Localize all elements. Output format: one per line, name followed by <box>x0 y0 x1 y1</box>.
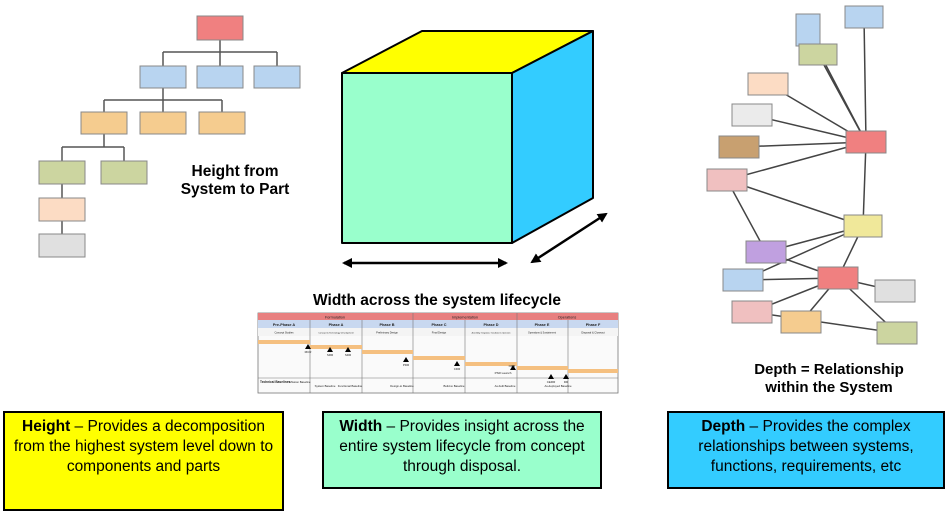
height-label-line2: System to Part <box>180 181 290 198</box>
baseline-0: Mission Baseline <box>290 380 311 384</box>
depth-term: Depth <box>701 418 746 435</box>
cube-front-face <box>341 72 513 244</box>
width-title: Width across the system lifecycle <box>313 292 561 309</box>
net-node-9 <box>722 268 764 292</box>
height-description: – Provides a decomposition from the high… <box>13 418 274 475</box>
width-description-box: Width – Provides insight across the enti… <box>322 411 602 489</box>
tree-node-l2-c <box>253 65 301 89</box>
depth-label: Depth = Relationship within the System <box>740 361 918 397</box>
net-node-6 <box>718 135 760 159</box>
activity-5: Operations & Sustainment <box>528 332 556 335</box>
phase-pre-a: Pre-Phase A <box>273 323 295 327</box>
net-node-3 <box>798 43 838 66</box>
hierarchy-tree <box>61 40 278 234</box>
phase-b: Phase B <box>380 323 395 327</box>
tree-node-l3-a <box>80 111 128 135</box>
phase-f: Phase F <box>586 323 601 327</box>
milestone-8: DR <box>564 380 569 384</box>
tree-node-l5 <box>38 197 86 222</box>
height-label-line1: Height from <box>191 163 279 180</box>
net-hub-c <box>817 266 859 290</box>
baseline-2: Functional Baseline <box>338 384 363 388</box>
milestone-2: SDR <box>345 353 352 357</box>
tree-node-l2-a <box>139 65 187 89</box>
baseline-1: System Baseline <box>315 384 336 388</box>
milestone-5: ORR <box>509 364 517 368</box>
net-hub-a <box>845 130 887 154</box>
baseline-5: As-built Baseline <box>495 384 516 388</box>
milestone-3: PDR <box>403 363 410 367</box>
tree-node-l3-b <box>139 111 187 135</box>
milestone-1: SRR <box>327 353 334 357</box>
phase-e: Phase E <box>535 323 550 327</box>
lifecycle-table: Formulation Implementation Operations Pr… <box>257 312 619 394</box>
activity-2: Preliminary Design <box>376 331 398 335</box>
net-node-4 <box>747 72 789 96</box>
group-implementation: Implementation <box>452 316 478 320</box>
tree-node-l6 <box>38 233 86 258</box>
baseline-6: As-deployed Baseline <box>544 384 571 388</box>
baseline-4: Build-to Baseline <box>444 384 465 388</box>
height-description-box: Height – Provides a decomposition from t… <box>3 411 284 511</box>
activity-3: Final Design <box>432 331 447 335</box>
milestone-6: PSR Launch <box>495 371 512 375</box>
tree-node-l3-c <box>198 111 246 135</box>
net-node-11 <box>731 300 773 324</box>
phase-a: Phase A <box>329 323 344 327</box>
milestone-0: MCR <box>305 350 313 354</box>
height-term: Height <box>22 418 71 435</box>
net-node-5 <box>731 103 773 127</box>
depth-description-box: Depth – Provides the complex relationshi… <box>667 411 945 489</box>
tree-node-l4-b <box>100 160 148 185</box>
depth-arrow <box>530 212 608 264</box>
phase-c: Phase C <box>432 323 447 327</box>
activity-1: Concept & Technology Development <box>318 332 354 335</box>
depth-label-line1: Depth = Relationship <box>754 361 904 378</box>
baselines-label: Technical Baselines <box>260 380 290 384</box>
group-formulation: Formulation <box>325 316 345 320</box>
tree-node-l2-b <box>196 65 244 89</box>
net-node-1 <box>844 5 884 29</box>
height-label: Height from System to Part <box>160 163 310 199</box>
milestone-4: CDR <box>454 367 461 371</box>
tree-node-root <box>196 15 244 41</box>
activity-4: Assembly, Integration, Installation & Op… <box>472 332 511 335</box>
net-node-10 <box>874 279 916 303</box>
activity-6: Disposal & Closeout <box>581 331 605 335</box>
milestone-7: CERR <box>547 380 556 384</box>
activity-0: Concept Studies <box>274 331 294 335</box>
net-node-2 <box>795 13 821 47</box>
net-node-7 <box>706 168 748 192</box>
phase-d: Phase D <box>484 323 499 327</box>
width-term: Width <box>339 418 383 435</box>
cube <box>341 30 594 244</box>
net-hub-b <box>843 214 883 238</box>
net-node-12 <box>780 310 822 334</box>
depth-description: – Provides the complex relationships bet… <box>698 418 914 475</box>
tree-node-l4-a <box>38 160 86 185</box>
net-node-8 <box>745 240 787 264</box>
baseline-3: Design-to Baseline <box>390 384 414 388</box>
group-operations: Operations <box>558 316 577 320</box>
depth-label-line2: within the System <box>765 379 893 396</box>
net-node-13 <box>876 321 918 345</box>
width-description: – Provides insight across the entire sys… <box>339 418 585 475</box>
